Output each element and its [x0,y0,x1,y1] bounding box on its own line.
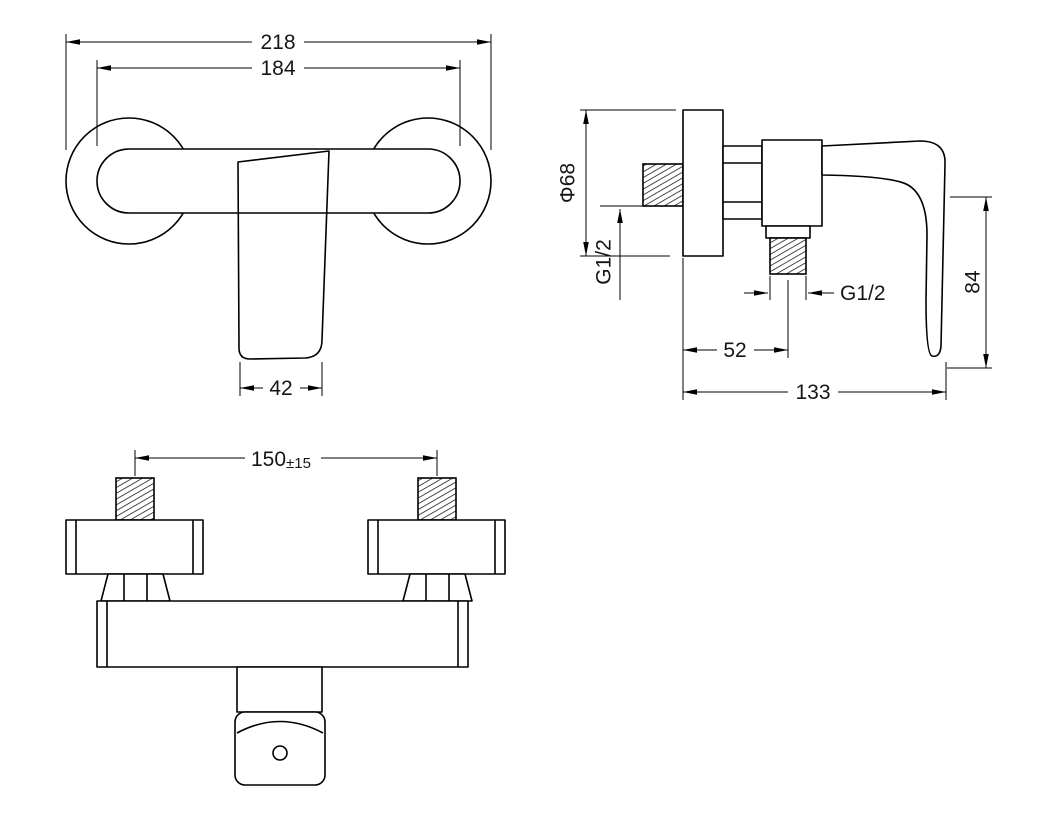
dim-184-label: 184 [260,57,295,80]
dim-flange-diameter: Φ68 [557,109,676,257]
left-flange-bottom [65,519,204,575]
dim-outlet-thread: G1/2 [744,276,886,305]
lever-curve-line [236,720,324,734]
lever-screw-hole [272,745,288,761]
connection-nut-side [722,145,763,220]
mixer-body-bottom [96,600,469,668]
dim-handle-drop: 84 [947,196,992,369]
left-nut-bottom [100,573,171,602]
lever-handle-front [237,150,330,360]
dim-total-depth: 133 [682,258,947,404]
dim-52-label: 52 [723,339,746,362]
dim-133-label: 133 [795,381,830,404]
dim-overall-width: 218 [65,31,492,150]
dim-218-label: 218 [260,31,295,54]
right-nut-bottom [402,573,473,602]
dim-inlet-thread: G1/2 [593,205,646,300]
dim-phi68-label: Φ68 [557,163,580,203]
lever-handle-side [821,140,946,358]
bottom-view: 150±15 [65,447,506,786]
right-inlet-thread-bottom [417,477,457,521]
dim-150-tolerance: ±15 [286,455,311,472]
dim-84-label: 84 [962,270,985,294]
side-view: Φ68 G1/2 G1/2 52 133 [557,109,992,404]
dim-g12-outlet-label: G1/2 [840,282,886,305]
right-flange-bottom [367,519,506,575]
valve-block-bottom [236,666,323,713]
dim-body-width: 184 [96,57,461,146]
dim-42-label: 42 [269,377,292,400]
outlet-thread-side [769,237,807,275]
wall-flange-side [682,109,724,257]
outlet-collar [765,225,811,239]
left-inlet-thread-bottom [115,477,155,521]
mixer-body-front [96,148,461,214]
dim-150-label: 150±15 [251,448,311,472]
front-view: 218 184 42 [65,31,492,400]
dim-150-value: 150 [251,448,286,471]
dim-hole-spacing: 150±15 [134,447,438,476]
inlet-thread-side [642,163,684,207]
dim-handle-width: 42 [239,362,323,400]
dim-wall-to-outlet: 52 [683,280,789,362]
lever-end-bottom [234,711,326,786]
dim-g12-inlet-label: G1/2 [593,239,616,285]
valve-body-side [761,139,823,227]
